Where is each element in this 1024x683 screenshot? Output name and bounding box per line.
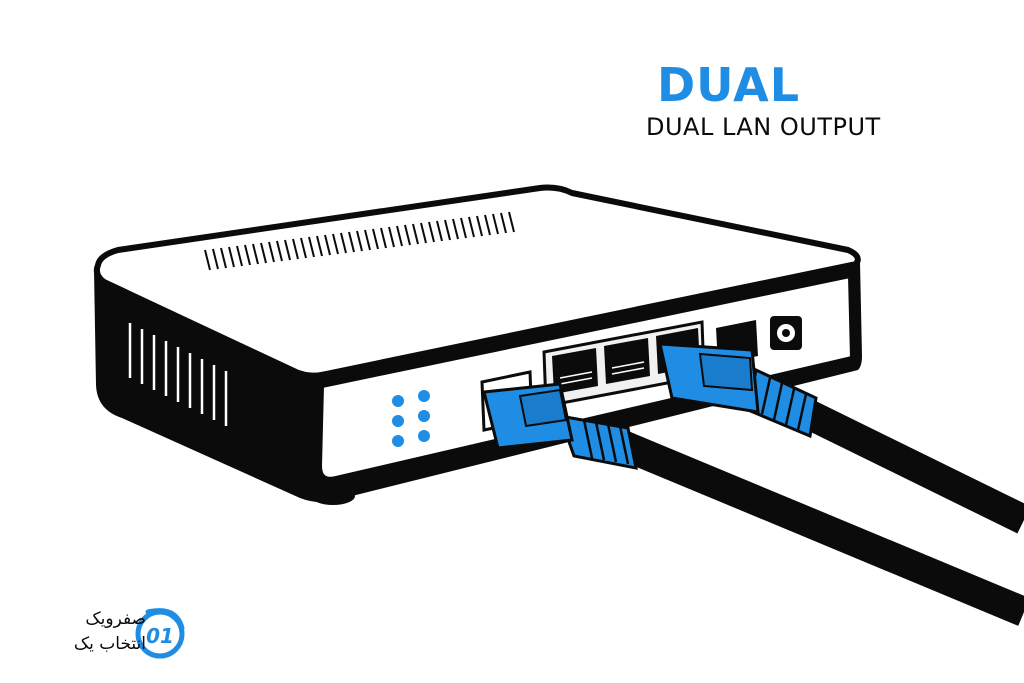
status-led xyxy=(418,430,430,442)
status-led xyxy=(418,410,430,422)
cable-boot xyxy=(557,414,638,470)
status-led xyxy=(392,415,404,427)
brand-logo-text: 01 xyxy=(146,624,174,648)
brand-name-line1: صفرویک xyxy=(85,609,146,629)
ethernet-cable[interactable] xyxy=(482,382,1024,626)
status-led xyxy=(392,435,404,447)
brand-logo: 01 xyxy=(135,608,185,659)
headline-title: DUAL xyxy=(657,58,801,112)
router-top-face xyxy=(93,184,861,379)
rj45-port[interactable] xyxy=(552,348,598,394)
router xyxy=(93,184,862,505)
router-foot xyxy=(117,404,153,420)
side-vents xyxy=(128,323,228,426)
headline-subtitle: DUAL LAN OUTPUT xyxy=(646,113,881,141)
top-vent-grille xyxy=(204,211,515,271)
status-led xyxy=(418,390,430,402)
ethernet-cable[interactable] xyxy=(658,342,1024,534)
status-leds xyxy=(392,390,430,447)
cable-wire xyxy=(793,396,1024,534)
brand-name-line2: انتخاب یک xyxy=(73,634,146,654)
router-foot xyxy=(311,487,355,505)
status-led xyxy=(392,395,404,407)
rj45-port[interactable] xyxy=(604,338,650,384)
cable-wire xyxy=(600,424,1024,626)
